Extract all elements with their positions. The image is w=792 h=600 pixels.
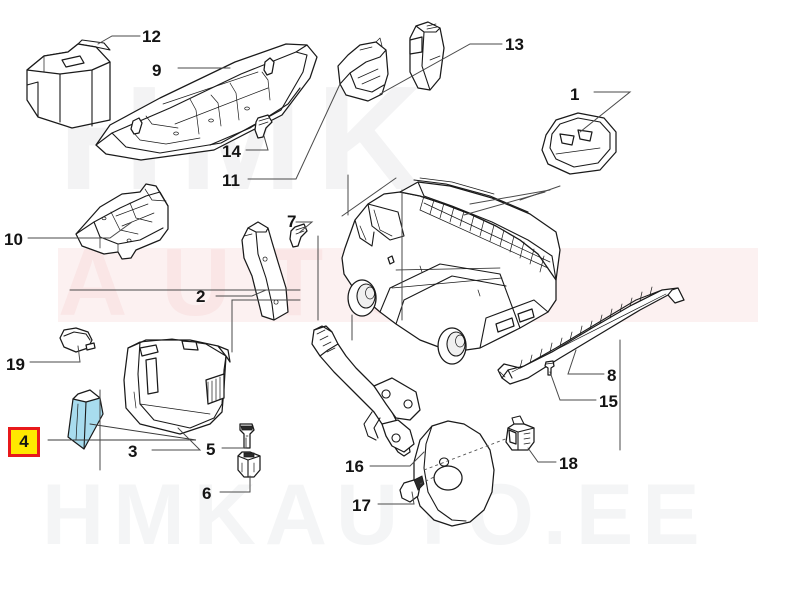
part-14-fixing-screw: [254, 114, 273, 139]
callout-label-17[interactable]: 17: [352, 496, 371, 515]
callout-label-11[interactable]: 11: [222, 171, 240, 190]
grouping-boxes: [69, 174, 621, 471]
callout-label-1[interactable]: 1: [570, 85, 580, 104]
part-9-overhead-console: [95, 43, 318, 161]
callout-label-14[interactable]: 14: [222, 142, 241, 161]
callout-label-10[interactable]: 10: [4, 230, 23, 249]
callout-label-13[interactable]: 13: [505, 35, 524, 54]
callout-label-18[interactable]: 18: [559, 454, 578, 473]
callout-label-8[interactable]: 8: [607, 366, 617, 385]
part-13-pillar-trim-cap: [409, 21, 445, 91]
part-16-seat-hinge-mechanism: [311, 325, 421, 457]
callout-label-7[interactable]: 7: [287, 212, 297, 231]
part-6-expansion-nut: [237, 451, 261, 478]
callout-label-19[interactable]: 19: [6, 355, 25, 374]
van-illustration: [341, 177, 561, 365]
part-12-bracket-housing: [26, 39, 111, 129]
highlighted-part-badge-4[interactable]: 4: [8, 427, 40, 457]
part-2-b-pillar-trim: [241, 221, 289, 321]
callout-label-2[interactable]: 2: [196, 287, 206, 306]
part-10-lower-console-panel: [75, 183, 169, 260]
callout-label-5[interactable]: 5: [206, 440, 216, 459]
part-4-trim-strip-highlighted: [67, 389, 104, 450]
part-3-storage-tray: [123, 338, 231, 435]
part-1-grab-handle: [541, 112, 617, 175]
callout-label-16[interactable]: 16: [345, 457, 364, 476]
part-17-plug-cap: [399, 475, 425, 503]
callout-label-6[interactable]: 6: [202, 484, 212, 503]
leader-lines: [27, 35, 632, 505]
callout-label-9[interactable]: 9: [152, 61, 162, 80]
callout-label-15[interactable]: 15: [599, 392, 618, 411]
part-8-roof-rail: [497, 286, 685, 385]
assembly-guide-lines: [419, 437, 509, 485]
part-5-push-rivet: [239, 423, 255, 449]
callout-label-12[interactable]: 12: [142, 27, 161, 46]
part-16-oval-cover-panel: [413, 420, 495, 527]
callout-label-3[interactable]: 3: [128, 442, 138, 461]
part-15-rail-screw: [544, 360, 555, 376]
part-18-clip-retainer: [505, 415, 535, 451]
part-19-cover-cap: [59, 327, 96, 353]
part-11-a-pillar-cover: [337, 37, 389, 102]
